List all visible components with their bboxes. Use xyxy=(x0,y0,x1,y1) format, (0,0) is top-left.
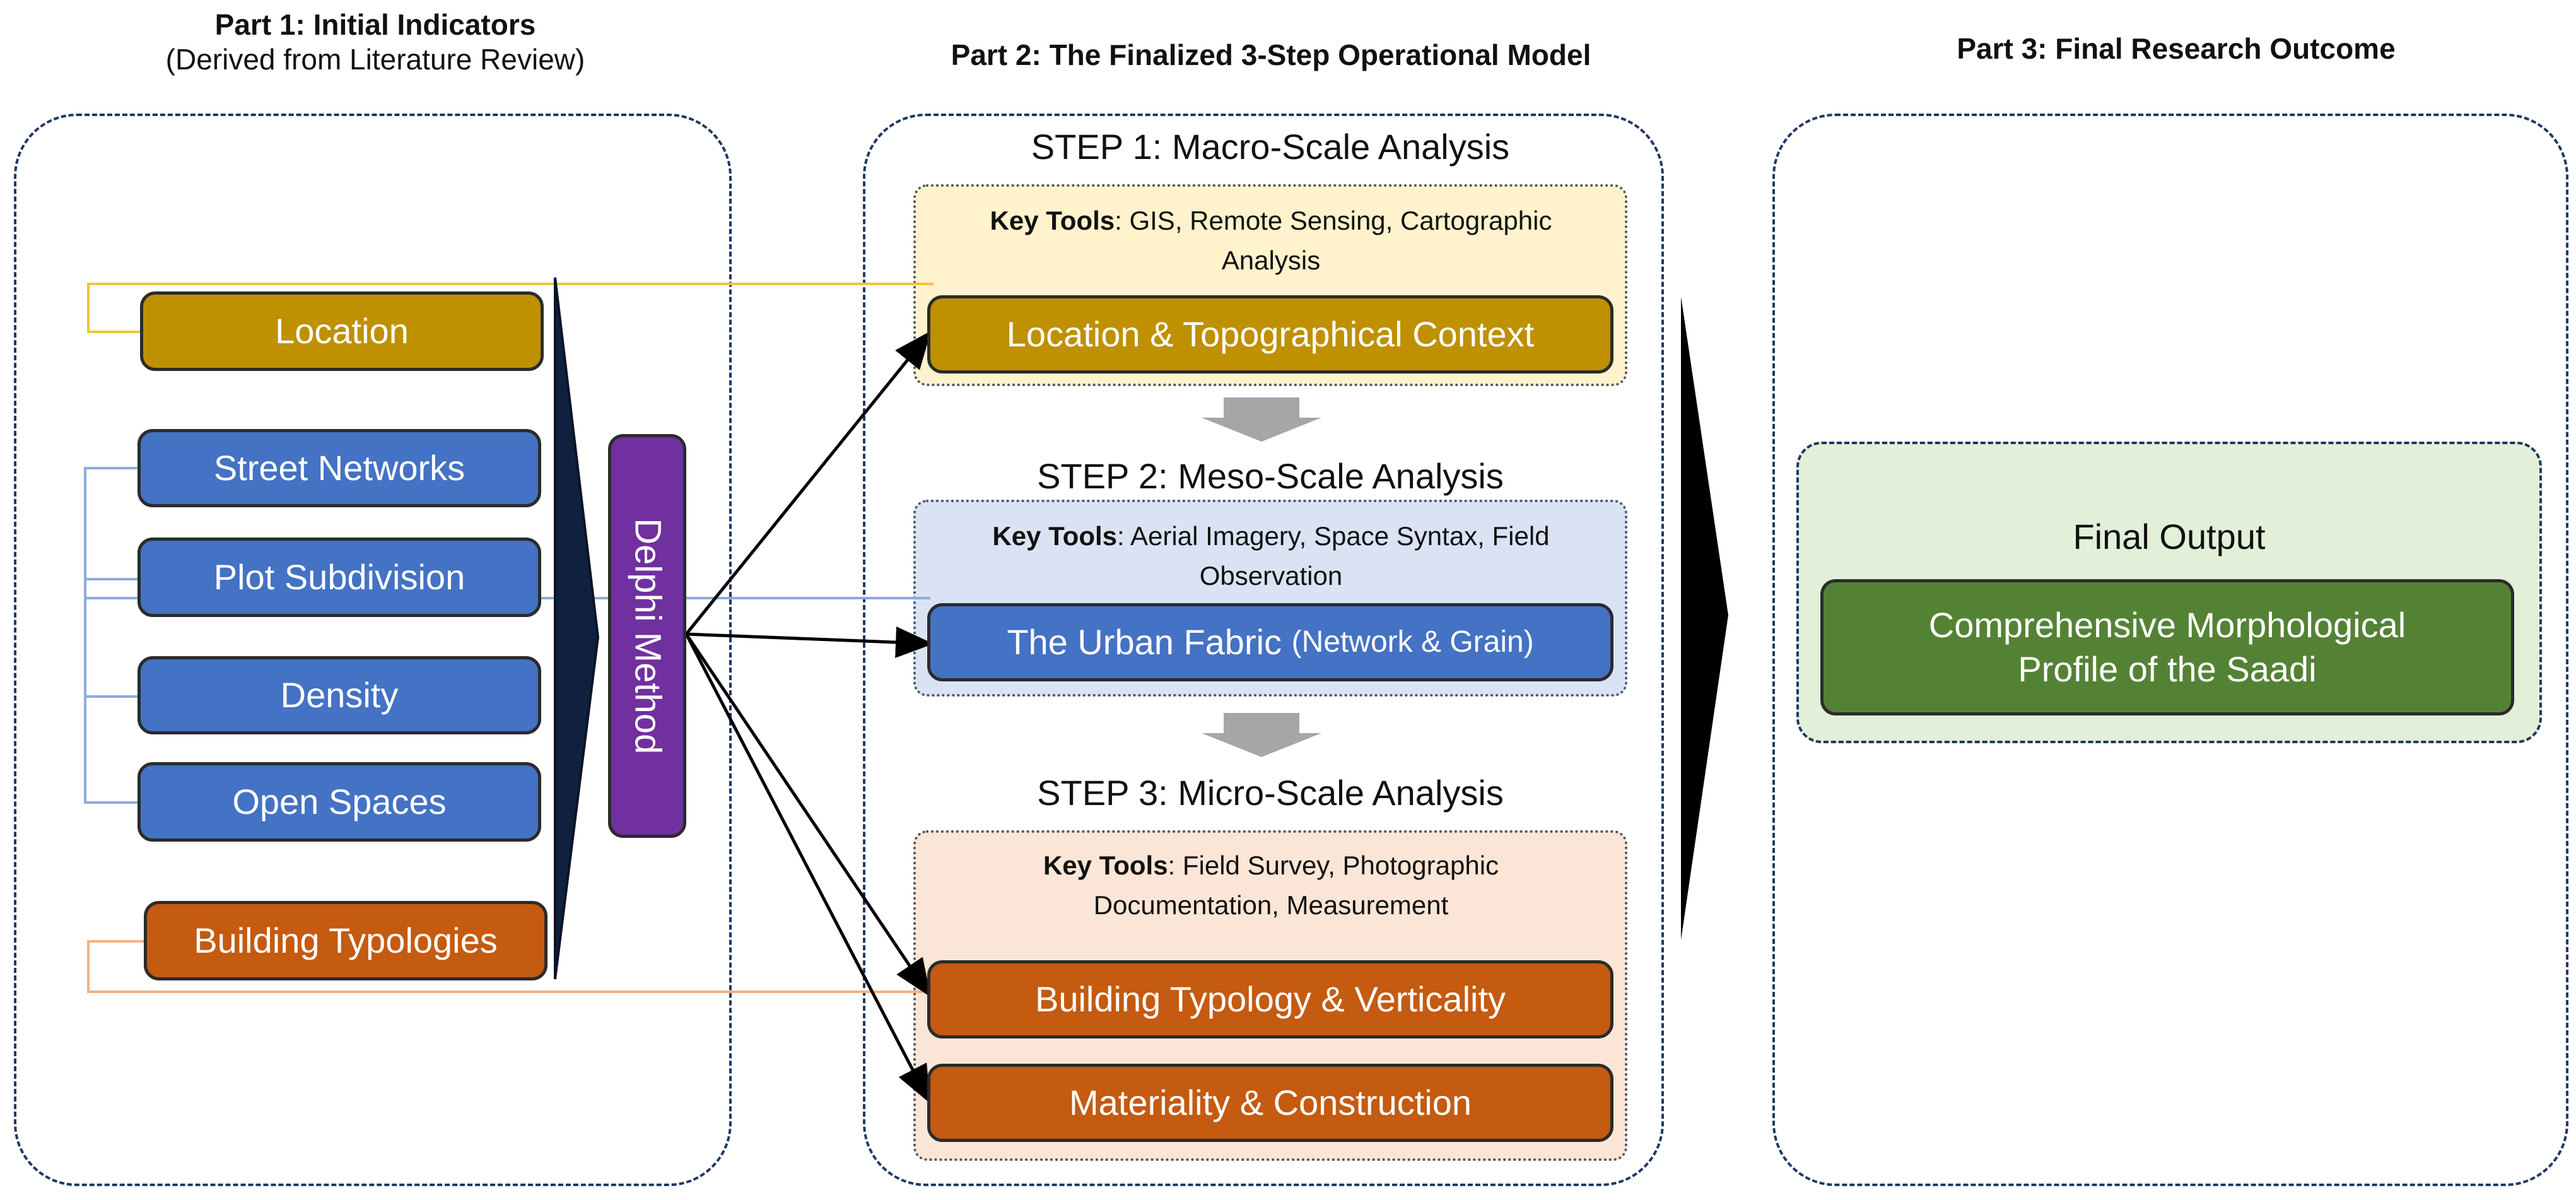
step2-tools: Key Tools: Aerial Imagery, Space Syntax,… xyxy=(940,516,1602,596)
delphi-arrow-step1 xyxy=(685,331,932,635)
step1-title: STEP 1: Macro-Scale Analysis xyxy=(1031,127,1510,167)
part2-title: Part 2: The Finalized 3-Step Operational… xyxy=(951,38,1591,71)
step2-output-main: The Urban Fabric xyxy=(1007,622,1282,662)
indicator-location: Location xyxy=(140,291,544,371)
step-arrow-1 xyxy=(1202,397,1321,442)
step3-output-2: Materiality & Construction xyxy=(927,1064,1613,1142)
step1-output: Location & Topographical Context xyxy=(927,295,1613,374)
delphi-arrow-step3b xyxy=(684,633,930,1103)
step2-output: The Urban Fabric (Network & Grain) xyxy=(927,603,1613,681)
step3-output-1: Building Typology & Verticality xyxy=(927,960,1613,1038)
step1-tools-list: : GIS, Remote Sensing, Cartographic Anal… xyxy=(1115,206,1552,275)
part1-title-text: Part 1: Initial Indicators xyxy=(214,8,536,41)
indicator-plot-subdivision: Plot Subdivision xyxy=(138,538,541,617)
indicator-street-networks: Street Networks xyxy=(138,429,541,507)
step1-tools: Key Tools: GIS, Remote Sensing, Cartogra… xyxy=(940,201,1602,280)
part1-subtitle: (Derived from Literature Review) xyxy=(165,43,585,76)
funnel-arrow-2 xyxy=(1681,297,1728,940)
step3-tools-label: Key Tools xyxy=(1043,850,1168,880)
step3-tools-list: : Field Survey, Photographic Documentati… xyxy=(1093,850,1499,920)
delphi-arrow-step2 xyxy=(686,626,934,659)
indicator-building-typologies: Building Typologies xyxy=(144,901,547,980)
step2-tools-list: : Aerial Imagery, Space Syntax, Field Ob… xyxy=(1117,521,1550,591)
step3-title: STEP 3: Micro-Scale Analysis xyxy=(1037,773,1504,813)
final-profile-box: Comprehensive Morphological Profile of t… xyxy=(1820,579,2514,715)
part3-title: Part 3: Final Research Outcome xyxy=(1957,32,2396,65)
location-connector xyxy=(87,283,934,333)
step2-output-sub: (Network & Grain) xyxy=(1291,625,1534,659)
blue-bracket xyxy=(84,467,140,804)
step2-title: STEP 2: Meso-Scale Analysis xyxy=(1037,456,1504,496)
step2-tools-label: Key Tools xyxy=(992,521,1118,551)
delphi-arrow-step3a xyxy=(684,633,931,997)
building-connector xyxy=(87,940,927,993)
indicator-open-spaces: Open Spaces xyxy=(138,762,541,842)
step-arrow-2 xyxy=(1202,713,1321,757)
indicator-density: Density xyxy=(138,656,541,734)
part1-title: Part 1: Initial Indicators (Derived from… xyxy=(13,8,738,77)
funnel-arrow-1 xyxy=(554,277,600,980)
delphi-method-box: Delphi Method xyxy=(608,434,686,838)
step1-tools-label: Key Tools xyxy=(990,206,1115,235)
step3-tools: Key Tools: Field Survey, Photographic Do… xyxy=(984,845,1558,925)
final-output-label: Final Output xyxy=(2073,517,2266,556)
delphi-method-label: Delphi Method xyxy=(627,518,669,754)
